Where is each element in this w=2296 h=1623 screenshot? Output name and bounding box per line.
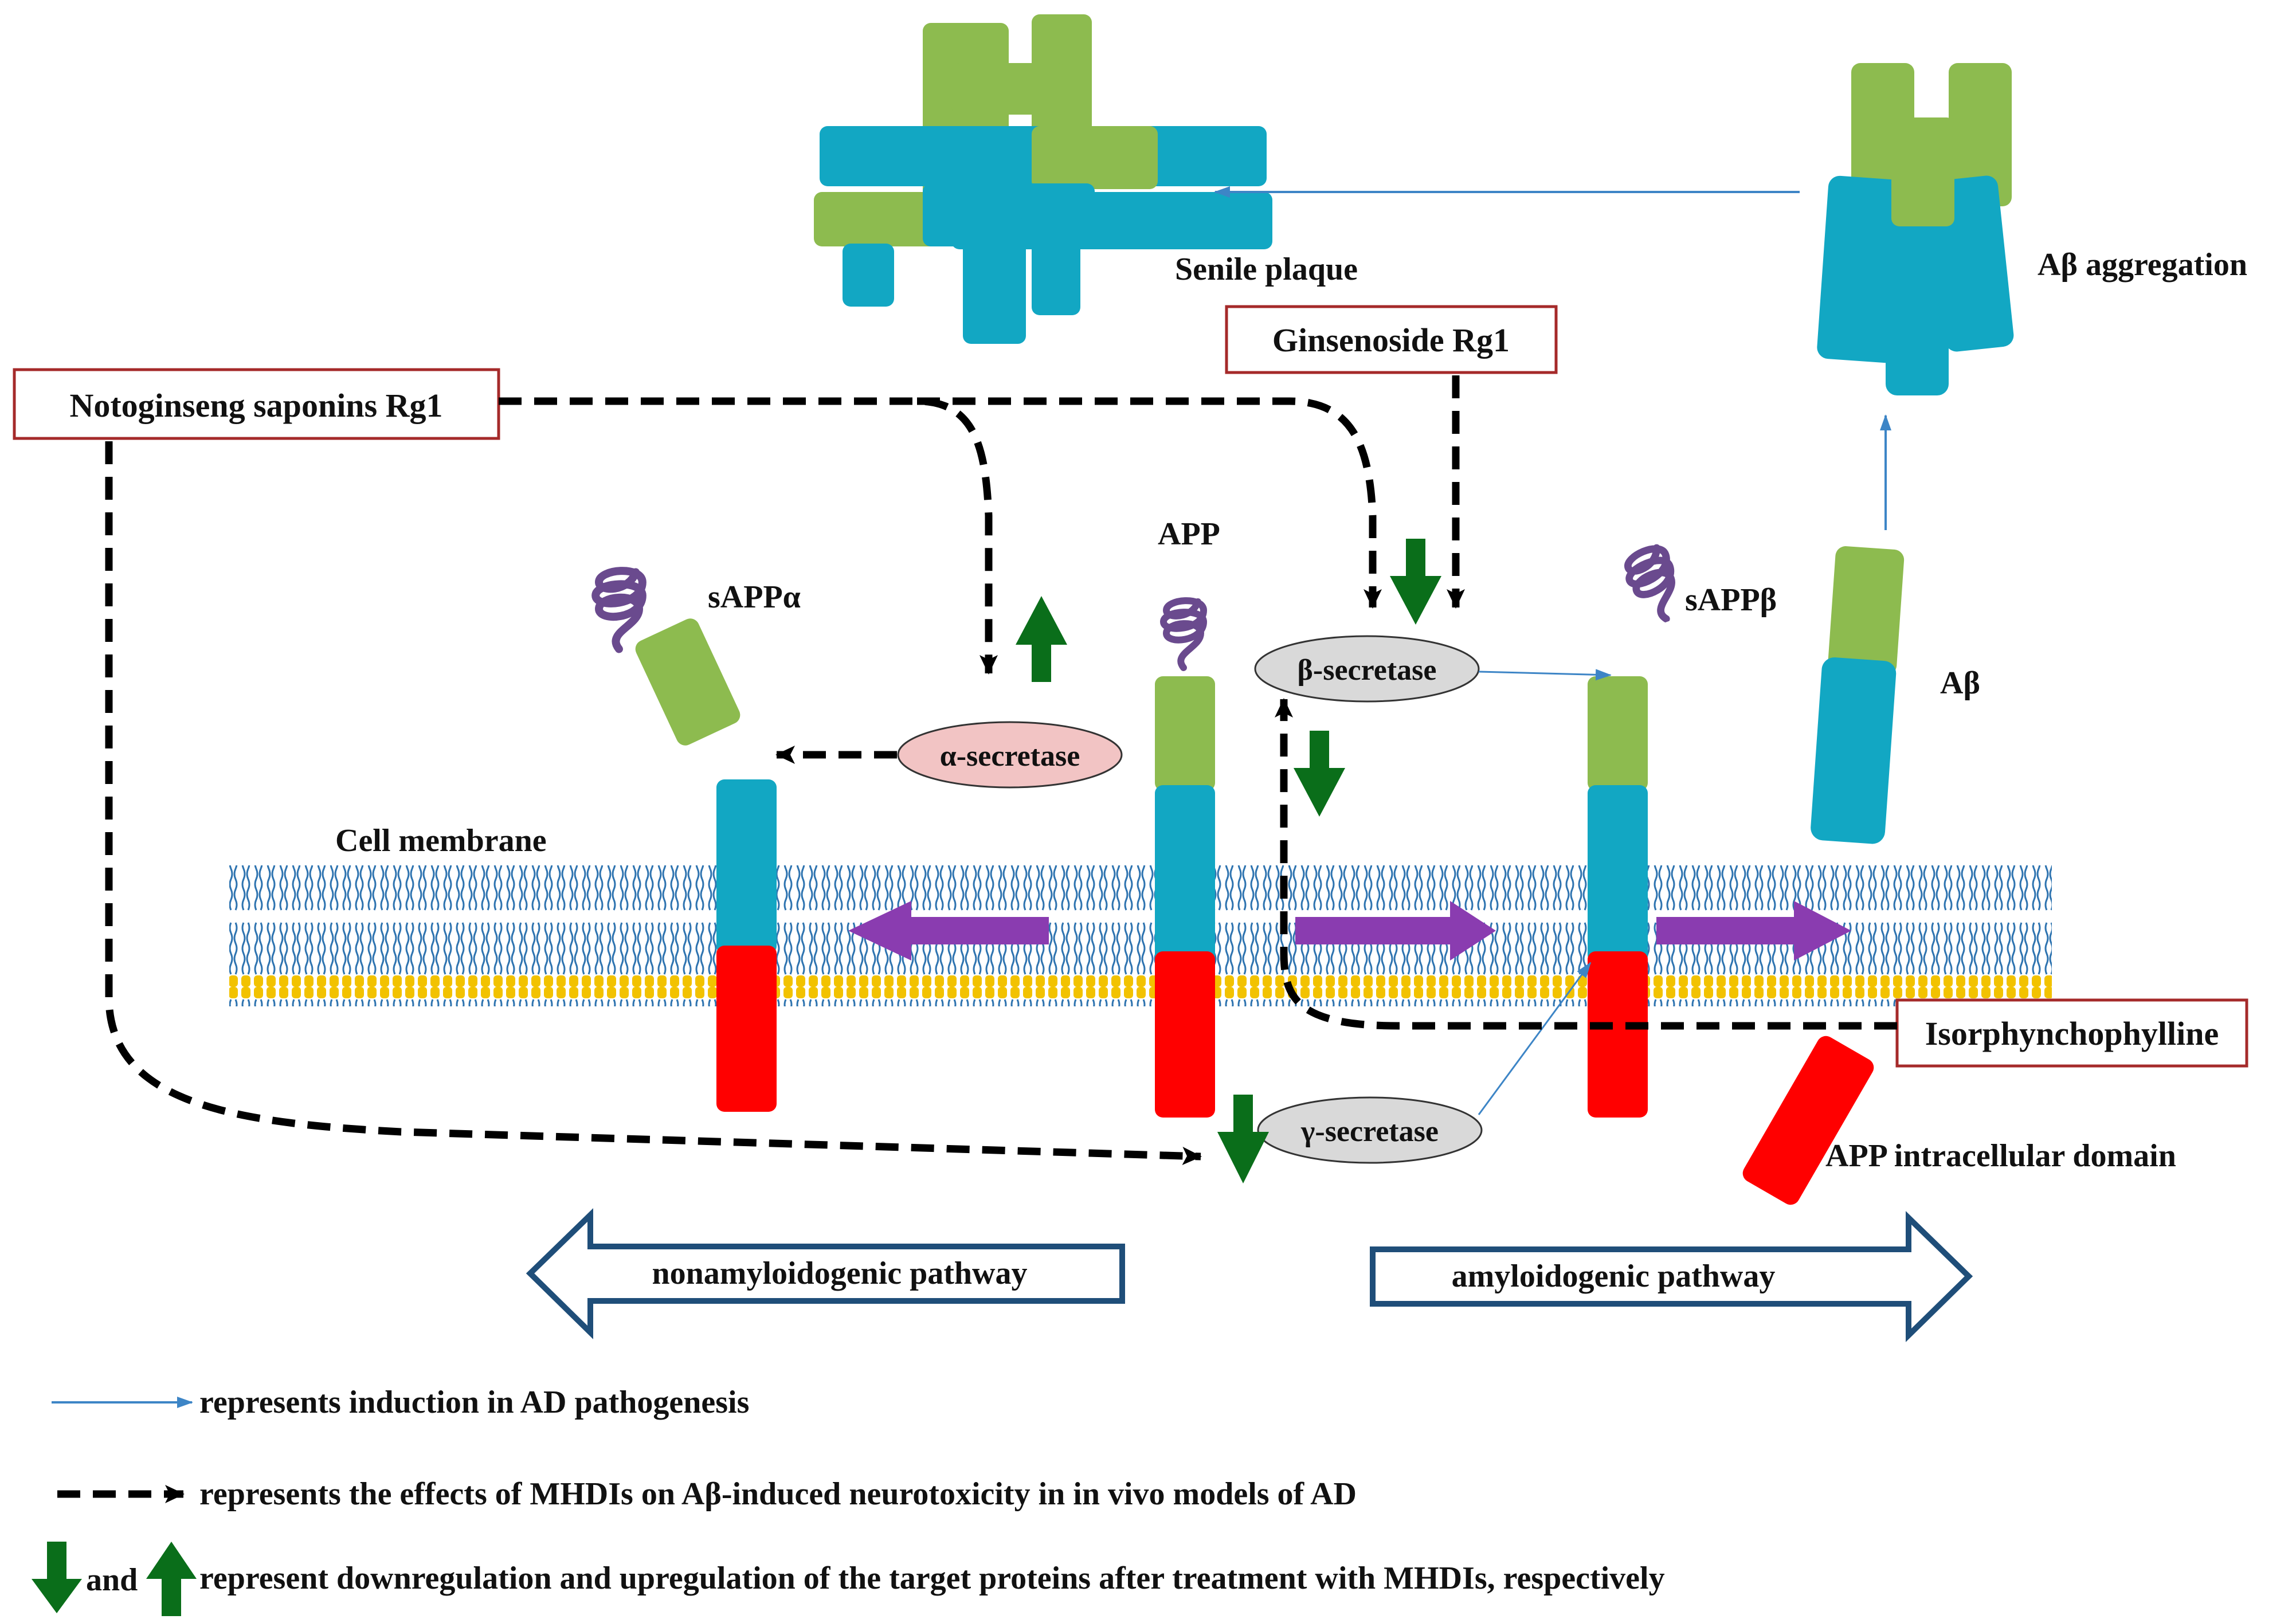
abeta-aggregation-label: Aβ aggregation [2038,247,2247,283]
nonamyloidogenic-pathway-arrow [526,1208,1125,1339]
effect-arrow-notoginseng-to-gamma [105,441,1202,1166]
effect-arrow-isorphynchophylline-to-beta [1275,698,1897,1030]
app-full-protein [1155,676,1215,1118]
app-coil [1163,601,1204,668]
gamma-secretase-ellipse[interactable] [1257,1096,1483,1164]
membrane-arrow-left [848,901,1049,961]
app-fragment-right [1588,676,1648,1118]
legend-induction-text: represents induction in AD pathogenesis [199,1385,749,1420]
abeta-monomer-figure [1811,546,1905,844]
beta-secretase-ellipse[interactable] [1254,635,1480,703]
isorphynchophylline-label: Isorphynchophylline [1925,1015,2219,1052]
notoginseng-box[interactable] [13,368,500,440]
effect-arrow-notoginseng-to-beta [917,397,1382,609]
isorphynchophylline-box[interactable] [1895,998,2248,1068]
sapp-beta-label: sAPPβ [1685,582,1777,618]
app-fragment-left [716,779,777,1112]
gamma-secretase-label: γ-secretase [1300,1115,1439,1148]
legend-regulation-text: represent downregulation and upregulatio… [199,1561,1665,1596]
legend-effect-text: represents the effects of MHDIs on Aβ-in… [199,1476,1357,1512]
effect-arrow-notoginseng-to-alpha [499,397,998,675]
abeta-aggregation-figure [1817,63,2014,395]
sapp-alpha-figure [595,571,740,746]
legend-up-icon [146,1542,197,1616]
membrane-arrow-middle [1295,901,1496,961]
cell-membrane-label: Cell membrane [335,823,547,858]
down-arrow-gamma [1217,1095,1269,1183]
senile-plaque-figure [814,14,1272,344]
alpha-secretase-ellipse[interactable] [897,721,1123,789]
senile-plaque-label: Senile plaque [1175,252,1358,287]
down-arrow-beta-top [1390,539,1441,625]
abeta-label: Aβ [1940,665,1980,701]
aicd-label: APP intracellular domain [1825,1138,2176,1174]
beta-secretase-label: β-secretase [1298,654,1437,687]
notoginseng-label: Notoginseng saponins Rg1 [69,387,442,424]
amyloidogenic-pathway-label: amyloidogenic pathway [1452,1259,1776,1294]
nonamyloidogenic-pathway-label: nonamyloidogenic pathway [652,1256,1028,1291]
induction-arrow-beta-to-app [1478,669,1612,681]
alpha-secretase-label: α-secretase [940,740,1080,773]
ginsenoside-label: Ginsenoside Rg1 [1272,322,1510,359]
legend-and-text: and [86,1562,138,1598]
up-arrow-alpha [1016,596,1067,682]
down-arrow-beta-bottom [1294,731,1345,817]
aicd-fragment [1742,1036,1874,1205]
app-label: APP [1158,516,1220,552]
ginsenoside-box[interactable] [1225,305,1558,374]
legend-down-icon [32,1542,82,1613]
amyloidogenic-pathway-arrow [1370,1211,1973,1342]
membrane-arrow-right [1656,901,1851,961]
sapp-beta-coil [1622,544,1686,626]
induction-arrow-gamma-to-app [1478,962,1592,1115]
sapp-alpha-label: sAPPα [708,579,801,615]
